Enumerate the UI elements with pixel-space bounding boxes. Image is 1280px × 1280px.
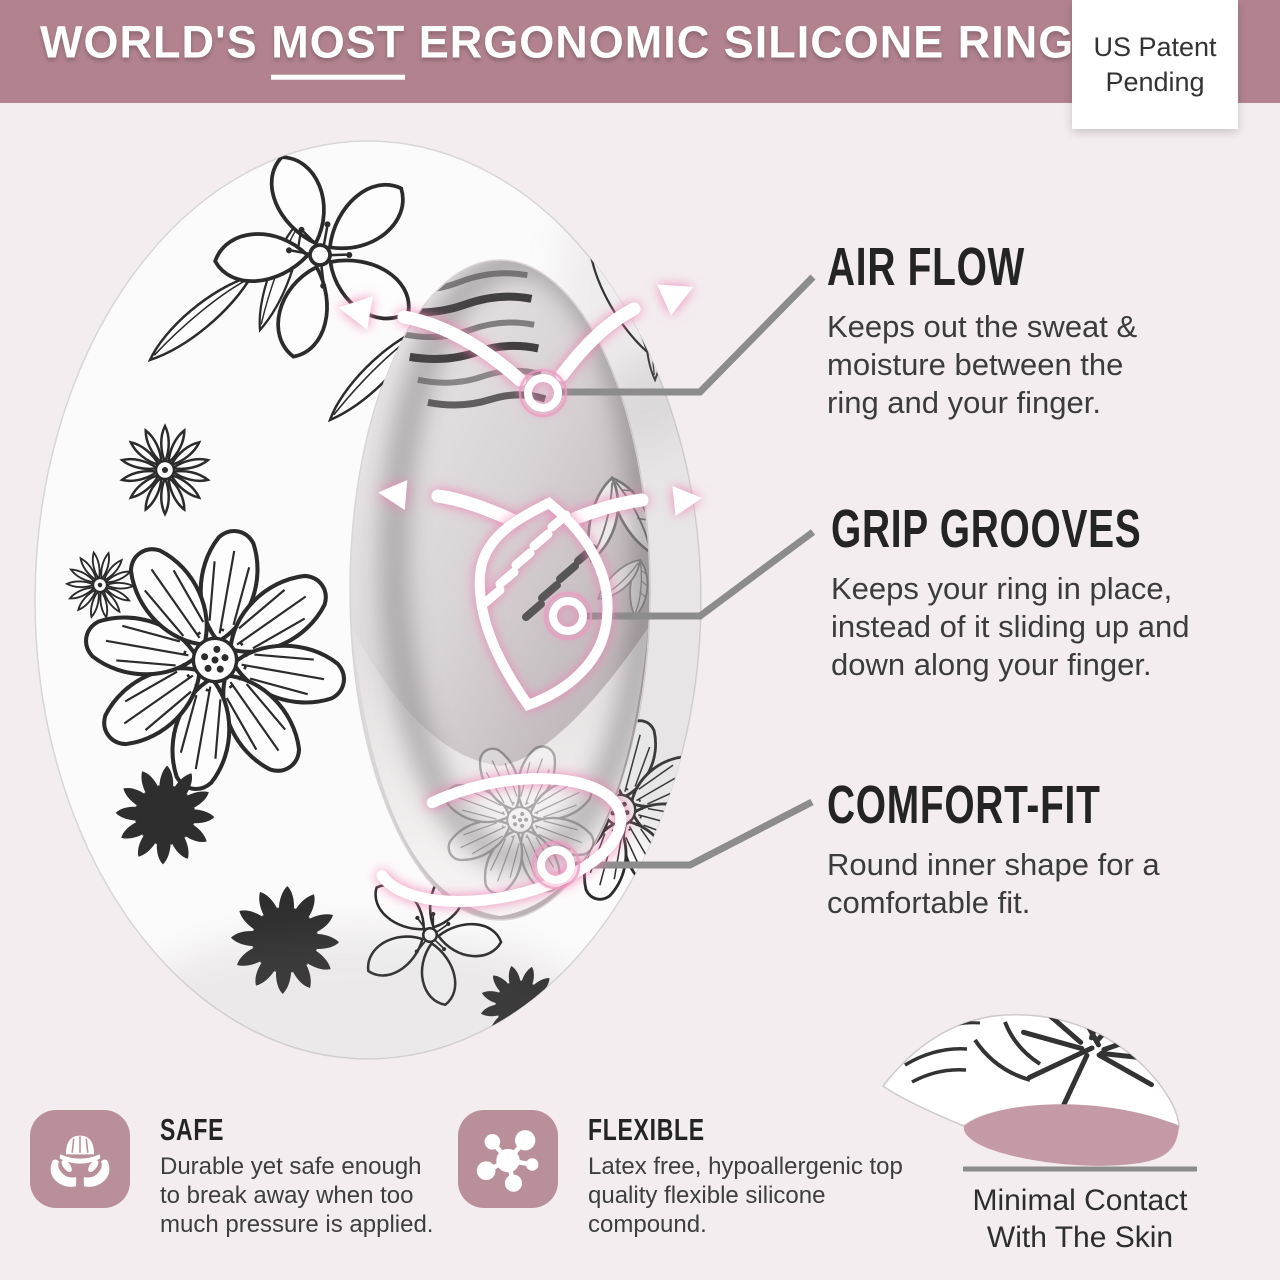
callout-description: Keeps out the sweat & moisture between t… <box>827 309 1138 420</box>
cross-section-illustration <box>882 1013 1197 1172</box>
flexible-icon-tile <box>458 1110 558 1208</box>
grip-grooves-point-icon <box>543 591 593 641</box>
feature-text: FLEXIBLE Latex free, hypoallergenic top … <box>588 1110 910 1239</box>
patent-note: US Patent Pending <box>1093 31 1217 97</box>
comfort-fit-point-icon <box>531 840 581 890</box>
feature-description: Latex free, hypoallergenic top quality f… <box>588 1153 903 1238</box>
callout-title: COMFORT-FIT <box>827 775 1101 835</box>
connector-lines <box>556 274 816 869</box>
connector-line-air-flow <box>556 274 816 396</box>
grip-grooves-outline-icon <box>474 497 613 711</box>
feature-text: SAFE Durable yet safe enough to break aw… <box>160 1110 438 1239</box>
caption-line-2: With The Skin <box>986 1221 1174 1254</box>
connector-line-comfort-fit <box>572 798 814 869</box>
feature-safe: SAFE Durable yet safe enough to break aw… <box>30 1110 438 1239</box>
caption-line-1: Minimal Contact <box>972 1184 1188 1217</box>
connector-line-grip-grooves <box>584 529 816 620</box>
feature-title: SAFE <box>160 1112 225 1147</box>
feature-flexible: FLEXIBLE Latex free, hypoallergenic top … <box>458 1110 910 1239</box>
air-flow-point-icon <box>518 368 568 418</box>
safe-icon-tile <box>30 1110 130 1208</box>
molecule-icon <box>476 1130 539 1192</box>
callout-comfort-fit: COMFORT-FIT Round inner shape for a comf… <box>827 778 1207 922</box>
title-underlined-word: MOST <box>271 16 406 80</box>
header-banner: WORLD'S MOST ERGONOMIC SILICONE RING <box>0 0 1280 103</box>
target-dots <box>518 368 593 890</box>
callout-title: AIR FLOW <box>827 237 1025 297</box>
cross-section-caption: Minimal Contact With The Skin <box>948 1182 1212 1256</box>
callout-air-flow: AIR FLOW Keeps out the sweat & moisture … <box>827 240 1165 422</box>
callout-title: GRIP GROOVES <box>831 499 1142 559</box>
airflow-arrows-icon <box>338 284 702 527</box>
title-post: ERGONOMIC SILICONE RING <box>418 16 1075 68</box>
hard-hat-in-hands-icon <box>50 1135 110 1187</box>
cross-section-silicone-core <box>963 1104 1179 1166</box>
page-title: WORLD'S MOST ERGONOMIC SILICONE RING <box>40 16 1075 80</box>
patent-badge: US Patent Pending <box>1072 0 1238 129</box>
comfort-fit-arc-icon <box>371 773 627 907</box>
title-pre: WORLD'S <box>40 16 258 68</box>
feature-title: FLEXIBLE <box>588 1112 705 1147</box>
callout-grip-grooves: GRIP GROOVES Keeps your ring in place, i… <box>831 502 1262 684</box>
callout-description: Keeps your ring in place, instead of it … <box>831 571 1190 682</box>
feature-description: Durable yet safe enough to break away wh… <box>160 1153 434 1238</box>
callout-description: Round inner shape for a comfortable fit. <box>827 847 1160 920</box>
